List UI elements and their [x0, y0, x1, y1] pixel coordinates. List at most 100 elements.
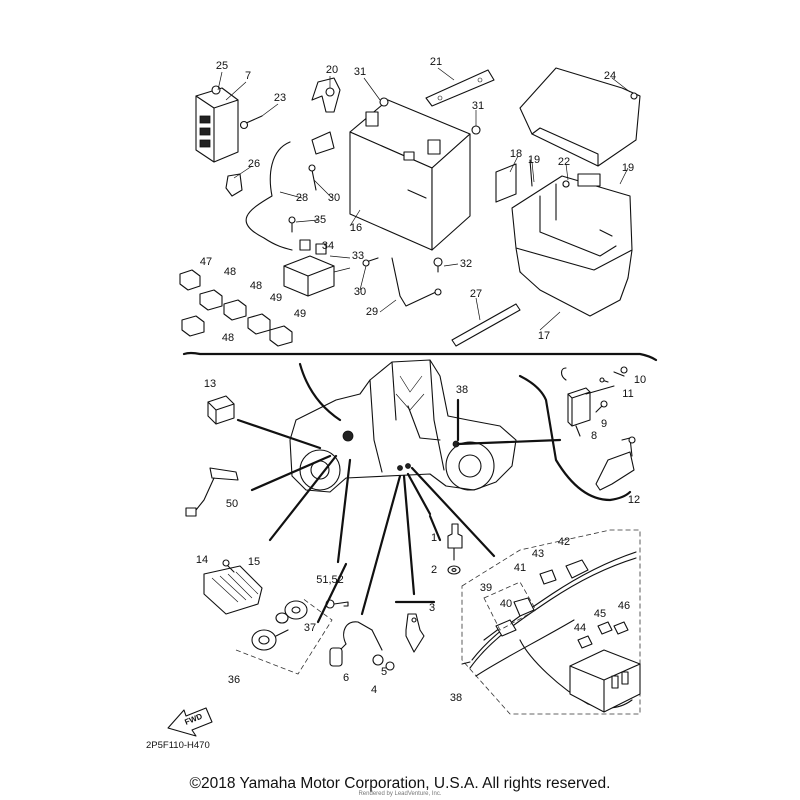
- starter-relay[interactable]: [283, 239, 335, 297]
- clip-26[interactable]: [225, 173, 243, 197]
- rectifier-14[interactable]: [203, 565, 263, 615]
- leader-4: [360, 474, 402, 616]
- callout-51-52: 51,52: [316, 574, 344, 586]
- callout-38-top: 38: [456, 384, 468, 396]
- main-switch-36[interactable]: [251, 600, 308, 651]
- fuse-44[interactable]: [577, 635, 593, 649]
- callout-39: 39: [480, 582, 492, 594]
- negative-lead-29[interactable]: [391, 257, 442, 307]
- connector-43[interactable]: [539, 569, 557, 585]
- fuse-48-c[interactable]: [181, 315, 205, 337]
- callout-15: 15: [248, 556, 260, 568]
- plug-cap-3[interactable]: [405, 613, 425, 653]
- fuse-box[interactable]: [569, 649, 641, 713]
- callout-24: 24: [604, 70, 616, 82]
- callout-25: 25: [216, 60, 228, 72]
- battery-box-lid[interactable]: [519, 67, 641, 167]
- callout-45: 45: [594, 608, 606, 620]
- callout-14: 14: [196, 554, 208, 566]
- ecu-unit[interactable]: [195, 85, 239, 163]
- bolt-32[interactable]: [433, 257, 443, 273]
- callout-44: 44: [574, 622, 586, 634]
- callout-19-right: 19: [622, 162, 634, 174]
- battery[interactable]: [349, 99, 471, 251]
- copyright-notice: ©2018 Yamaha Motor Corporation, U.S.A. A…: [189, 775, 611, 792]
- callout-32: 32: [460, 258, 472, 270]
- battery-box[interactable]: [511, 159, 633, 317]
- bolt-22[interactable]: [562, 180, 570, 188]
- bolt-35[interactable]: [288, 216, 296, 233]
- leader-4-bracket: [316, 562, 348, 624]
- side-pad-18[interactable]: [495, 163, 517, 203]
- harness-frame: [461, 529, 641, 715]
- callout-38-bottom: 38: [450, 692, 462, 704]
- leader-ignition: [456, 438, 562, 446]
- nut-31-left[interactable]: [379, 97, 389, 107]
- bracket-20[interactable]: [311, 77, 341, 113]
- leader-lines: [217, 67, 631, 331]
- callout-9: 9: [601, 418, 607, 430]
- callout-11: 11: [622, 388, 633, 400]
- callout-6: 6: [343, 672, 349, 684]
- fuse-46[interactable]: [613, 621, 629, 635]
- callout-35: 35: [314, 214, 326, 226]
- bolt-10[interactable]: [613, 366, 628, 377]
- plug-cap-12[interactable]: [595, 436, 636, 491]
- bolt-23[interactable]: [239, 115, 263, 130]
- connector-42[interactable]: [565, 559, 589, 579]
- leader-3: [402, 474, 416, 596]
- wire-harness-38[interactable]: [461, 551, 637, 709]
- fuse-45[interactable]: [597, 621, 613, 635]
- callout-3: 3: [429, 602, 435, 614]
- callout-22: 22: [558, 156, 570, 168]
- nut-31-right[interactable]: [471, 125, 481, 135]
- relay-41[interactable]: [513, 597, 535, 617]
- fuse-47[interactable]: [179, 269, 201, 291]
- callout-48-a: 48: [224, 266, 236, 278]
- callout-41: 41: [514, 562, 526, 574]
- positive-lead-28[interactable]: [245, 131, 335, 251]
- callout-49-b: 49: [294, 308, 306, 320]
- fuse-49-a[interactable]: [247, 313, 271, 335]
- callout-7: 7: [245, 70, 251, 82]
- callout-49-a: 49: [270, 292, 282, 304]
- bolt-30-lower[interactable]: [362, 257, 379, 267]
- vehicle-outline: [289, 359, 517, 493]
- coil-assembly-4[interactable]: [329, 621, 395, 671]
- callout-31-left: 31: [354, 66, 366, 78]
- callout-33: 33: [352, 250, 364, 262]
- callout-labels: 1 2 3 4 5 6 7 8 9 10 11 12 13 14 15 16 1…: [196, 56, 646, 704]
- sensor-13[interactable]: [207, 395, 235, 425]
- relay-group-frame: [483, 581, 537, 631]
- cable-band-27[interactable]: [451, 303, 521, 347]
- fuse-48-a[interactable]: [199, 289, 223, 311]
- leader-ecu: [298, 362, 342, 422]
- bolt-9[interactable]: [595, 400, 608, 413]
- bolt-30-upper[interactable]: [308, 164, 317, 191]
- leader-50: [250, 454, 332, 492]
- callout-23: 23: [274, 92, 286, 104]
- spark-plug-1[interactable]: [447, 523, 463, 561]
- callout-30-upper: 30: [328, 192, 340, 204]
- callout-40: 40: [500, 598, 512, 610]
- callout-29: 29: [366, 306, 378, 318]
- callout-20: 20: [326, 64, 338, 76]
- battery-strap[interactable]: [425, 69, 495, 107]
- screw-11[interactable]: [599, 377, 609, 383]
- leader-1: [406, 472, 432, 516]
- callout-13: 13: [204, 378, 216, 390]
- ignition-coil-8[interactable]: [560, 367, 615, 437]
- sensor-50[interactable]: [185, 467, 239, 517]
- key-51-52[interactable]: [325, 599, 349, 609]
- callout-4: 4: [371, 684, 377, 696]
- switch-group-frame: [235, 597, 333, 675]
- callout-34: 34: [322, 240, 334, 252]
- bolt-15[interactable]: [222, 559, 235, 573]
- callout-18: 18: [510, 148, 522, 160]
- fuse-48-b[interactable]: [223, 299, 247, 321]
- gasket-2[interactable]: [447, 565, 461, 575]
- fuse-49-b[interactable]: [269, 325, 293, 347]
- callout-48-b: 48: [250, 280, 262, 292]
